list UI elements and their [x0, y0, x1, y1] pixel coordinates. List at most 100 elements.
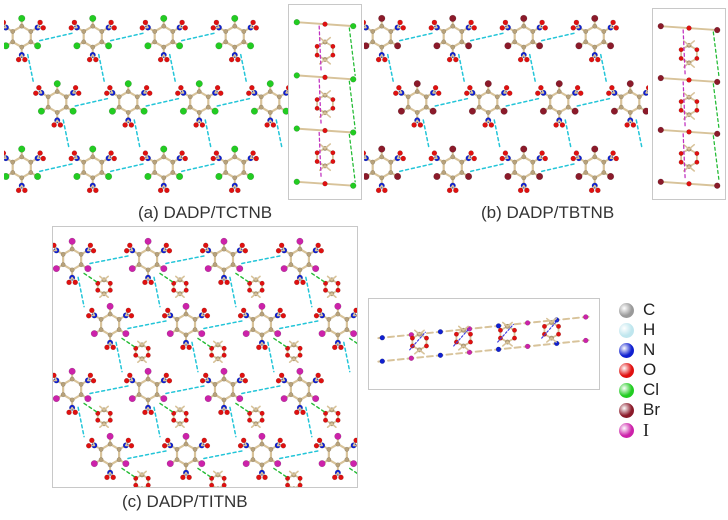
nitro-bond [645, 87, 648, 94]
oxygen-atom [239, 242, 245, 249]
oxygen-atom [89, 437, 95, 444]
halogen-atom [231, 14, 239, 22]
peroxide-atom [694, 150, 700, 156]
carbon-atom [306, 262, 312, 268]
halogen-atom [575, 42, 583, 50]
oxygen-atom [199, 378, 206, 384]
carbon-atom [10, 170, 16, 176]
carbon-atom [592, 175, 598, 181]
peroxide-atom [259, 287, 265, 293]
hydrogen-bond [77, 406, 85, 438]
carbon-atom [476, 94, 482, 100]
carbon-atom [107, 311, 113, 317]
oxygen-atom [104, 90, 110, 96]
peroxide-atom [107, 280, 113, 286]
halogen-atom [591, 145, 599, 153]
oxygen-atom [87, 372, 94, 379]
carbon-atom [221, 267, 227, 273]
methyl-bond [324, 165, 332, 172]
halogen-atom [53, 395, 60, 403]
peroxide-atom [468, 339, 473, 345]
oxygen-atom [123, 248, 130, 254]
carbon-atom [99, 28, 105, 34]
nitro-bond [4, 21, 7, 29]
halogen-atom [140, 107, 148, 115]
carbon-atom [565, 94, 571, 100]
peroxide-atom [512, 335, 518, 341]
peroxide-atom [314, 97, 320, 103]
hydrogen-bond [121, 337, 137, 349]
halogen-atom [160, 14, 168, 22]
chlorine-atom-icon [619, 383, 634, 398]
carbon-atom [276, 104, 282, 110]
carbon-atom [627, 110, 633, 115]
hydrogen-bond [349, 467, 357, 475]
carbon-atom [152, 39, 158, 45]
oxygen-atom [110, 344, 116, 351]
peroxide-atom [468, 331, 473, 337]
halogen-atom [334, 302, 342, 310]
panel-b-side-structure [657, 23, 721, 189]
peroxide-atom [678, 47, 684, 53]
oxygen-atom [213, 19, 220, 26]
oxygen-atom [506, 90, 513, 96]
peroxide-atom [330, 52, 336, 58]
oxygen-atom [143, 85, 150, 91]
methyl-bond [550, 317, 557, 324]
hydrogen-bond [133, 119, 141, 151]
oxygen-atom [396, 85, 402, 91]
halogen-atom [105, 172, 113, 181]
halogen-atom [128, 395, 136, 403]
oxygen-atom [107, 85, 113, 91]
carbon-atom [276, 94, 282, 100]
oxygen-atom [201, 437, 208, 444]
carbon-atom [223, 28, 229, 34]
oxygen-atom [204, 443, 211, 449]
carbon-atom [145, 246, 151, 252]
oxygen-atom [186, 344, 192, 351]
oxygen-atom [157, 56, 164, 63]
peroxide-atom [314, 150, 320, 156]
oxygen-atom [182, 155, 188, 162]
halogen-atom [296, 237, 304, 245]
carbon-atom [450, 44, 456, 50]
peroxide-atom [259, 417, 265, 423]
panel-b-caption: (b) DADP/TBTNB [481, 203, 615, 222]
carbon-atom [459, 159, 465, 165]
peroxide-atom [512, 327, 518, 333]
carbon-atom [344, 446, 350, 452]
oxygen-atom [353, 437, 357, 444]
layer-atom [379, 358, 385, 364]
halogen-atom [182, 302, 190, 310]
carbon-atom [125, 89, 131, 94]
carbon-atom [530, 39, 536, 45]
hydrogen-bond [240, 53, 248, 85]
hydrogen-bond [165, 254, 207, 265]
carbon-atom [54, 89, 60, 94]
oxygen-atom [201, 307, 208, 314]
carbon-atom [592, 23, 598, 29]
hydrogen-bond [110, 31, 147, 42]
oxygen-atom [300, 279, 306, 286]
oxygen-atom [542, 155, 548, 162]
carbon-atom [69, 376, 75, 382]
methyl-bond [174, 292, 181, 299]
methyl-bond [546, 337, 553, 343]
carbon-atom [90, 23, 96, 29]
oxygen-atom [275, 248, 282, 254]
methyl-bond [546, 317, 553, 324]
hydrogen-bond [305, 276, 313, 308]
peroxide-atom [694, 99, 700, 105]
halogen-atom [350, 330, 357, 338]
methyl-bond [288, 470, 295, 476]
carbon-atom [99, 170, 105, 176]
oxygen-atom [240, 307, 247, 314]
oxygen-atom [256, 474, 262, 481]
oxygen-atom [104, 344, 110, 351]
layer-atom [437, 329, 444, 335]
carbon-atom [212, 392, 218, 398]
methyl-bond [141, 340, 147, 346]
halogen-atom [231, 145, 239, 153]
element-legend: C H N O Cl Br I [617, 300, 687, 440]
oxygen-atom [214, 85, 221, 91]
